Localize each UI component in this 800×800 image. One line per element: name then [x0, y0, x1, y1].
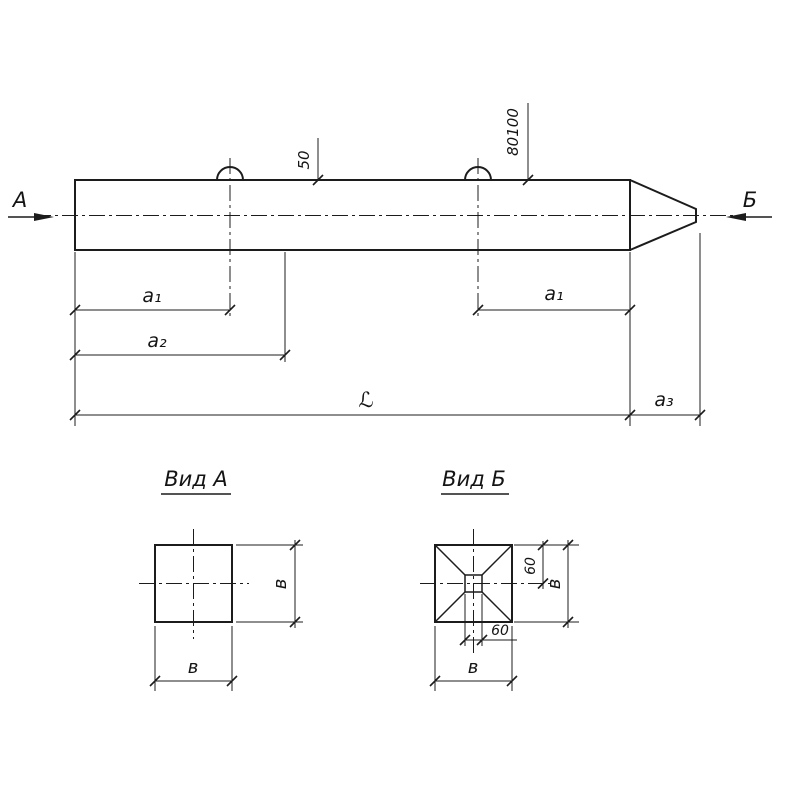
view-a-dim-bottom-tick-2 [226, 675, 238, 687]
view-b-pyramid-edge-4 [481, 591, 512, 622]
section-arrow-b: Б [726, 188, 772, 221]
dim-length-label: ℒ [358, 388, 373, 412]
dim-80-100-tick [522, 174, 534, 186]
dim-50-tick [312, 174, 324, 186]
view-b-title: Вид Б [442, 467, 506, 491]
section-label-a: А [11, 188, 27, 212]
view-a-dim-bottom-label: в [188, 657, 199, 678]
view-b-dim-60-side-label: 60 [523, 557, 539, 575]
dim-a3: а₃ [630, 389, 706, 421]
view-a-dim-bottom: в [149, 626, 238, 691]
view-b: Вид Б 60 в [420, 467, 579, 691]
dim-a1-left-tick-1 [69, 304, 81, 316]
pile-tip [629, 179, 697, 251]
dim-a1-right-tick-1 [472, 304, 484, 316]
view-b-pyramid-edge-3 [435, 591, 466, 622]
view-b-pyramid-edge-1 [435, 545, 466, 576]
view-b-dim-bottom: в [429, 626, 518, 691]
dim-a2: а₂ [69, 330, 291, 361]
view-b-dim-side-tick-1 [562, 539, 574, 551]
dim-80-100-label: 80100 [504, 108, 522, 156]
dim-length: ℒ [69, 388, 636, 421]
dim-a3-tick [694, 409, 706, 421]
view-a-dim-side: в [236, 539, 303, 628]
view-b-dim-60-bottom-tick-1 [459, 634, 471, 646]
pile-body [74, 179, 631, 251]
view-b-dim-60-side-tick-2 [537, 577, 549, 590]
dim-a1-left-tick-2 [224, 304, 236, 316]
dim-a2-label: а₂ [147, 330, 167, 352]
dim-50-label: 50 [295, 150, 313, 169]
dim-a2-tick-1 [69, 349, 81, 361]
view-b-dim-bottom-tick-1 [429, 675, 441, 687]
view-b-dim-60-side-tick-1 [537, 539, 549, 551]
dim-80-100: 80100 [504, 103, 534, 186]
view-b-dim-side: в [514, 539, 579, 628]
view-b-dim-side-label: в [544, 579, 565, 590]
view-b-dim-bottom-label: в [468, 657, 479, 678]
view-b-dim-bottom-tick-2 [506, 675, 518, 687]
view-b-dim-60-bottom-label: 60 [491, 623, 509, 639]
dim-a2-tick-2 [279, 349, 291, 361]
dim-50: 50 [295, 138, 324, 186]
view-b-dim-60-bottom: 60 [459, 594, 517, 646]
dim-a1-right-tick-2 [624, 304, 636, 316]
dim-a1-right-label: а₁ [544, 283, 563, 305]
view-b-pyramid-edge-2 [481, 545, 512, 576]
main-elevation-view: 50 80100 а₁ а₁ [8, 103, 772, 426]
dim-a3-label: а₃ [654, 389, 673, 411]
dim-a1-left-label: а₁ [142, 285, 161, 307]
view-a-dim-side-label: в [270, 579, 291, 590]
view-a-dim-bottom-tick-1 [149, 675, 161, 687]
view-a-dim-side-tick-2 [289, 616, 301, 628]
dim-a1-left: а₁ [69, 285, 236, 316]
extension-lines [74, 233, 701, 426]
dim-length-tick-1 [69, 409, 81, 421]
view-a-dim-side-tick-1 [289, 539, 301, 551]
section-arrow-a-head-icon [34, 213, 54, 221]
section-arrow-a: А [8, 188, 54, 221]
dim-a1-right: а₁ [472, 283, 636, 316]
view-a-title: Вид А [164, 467, 228, 491]
view-a: Вид А в в [139, 467, 303, 691]
section-label-b: Б [743, 188, 757, 212]
view-b-dim-60-bottom-tick-2 [476, 634, 488, 646]
section-arrow-b-head-icon [726, 213, 746, 221]
view-b-dim-side-tick-2 [562, 616, 574, 628]
